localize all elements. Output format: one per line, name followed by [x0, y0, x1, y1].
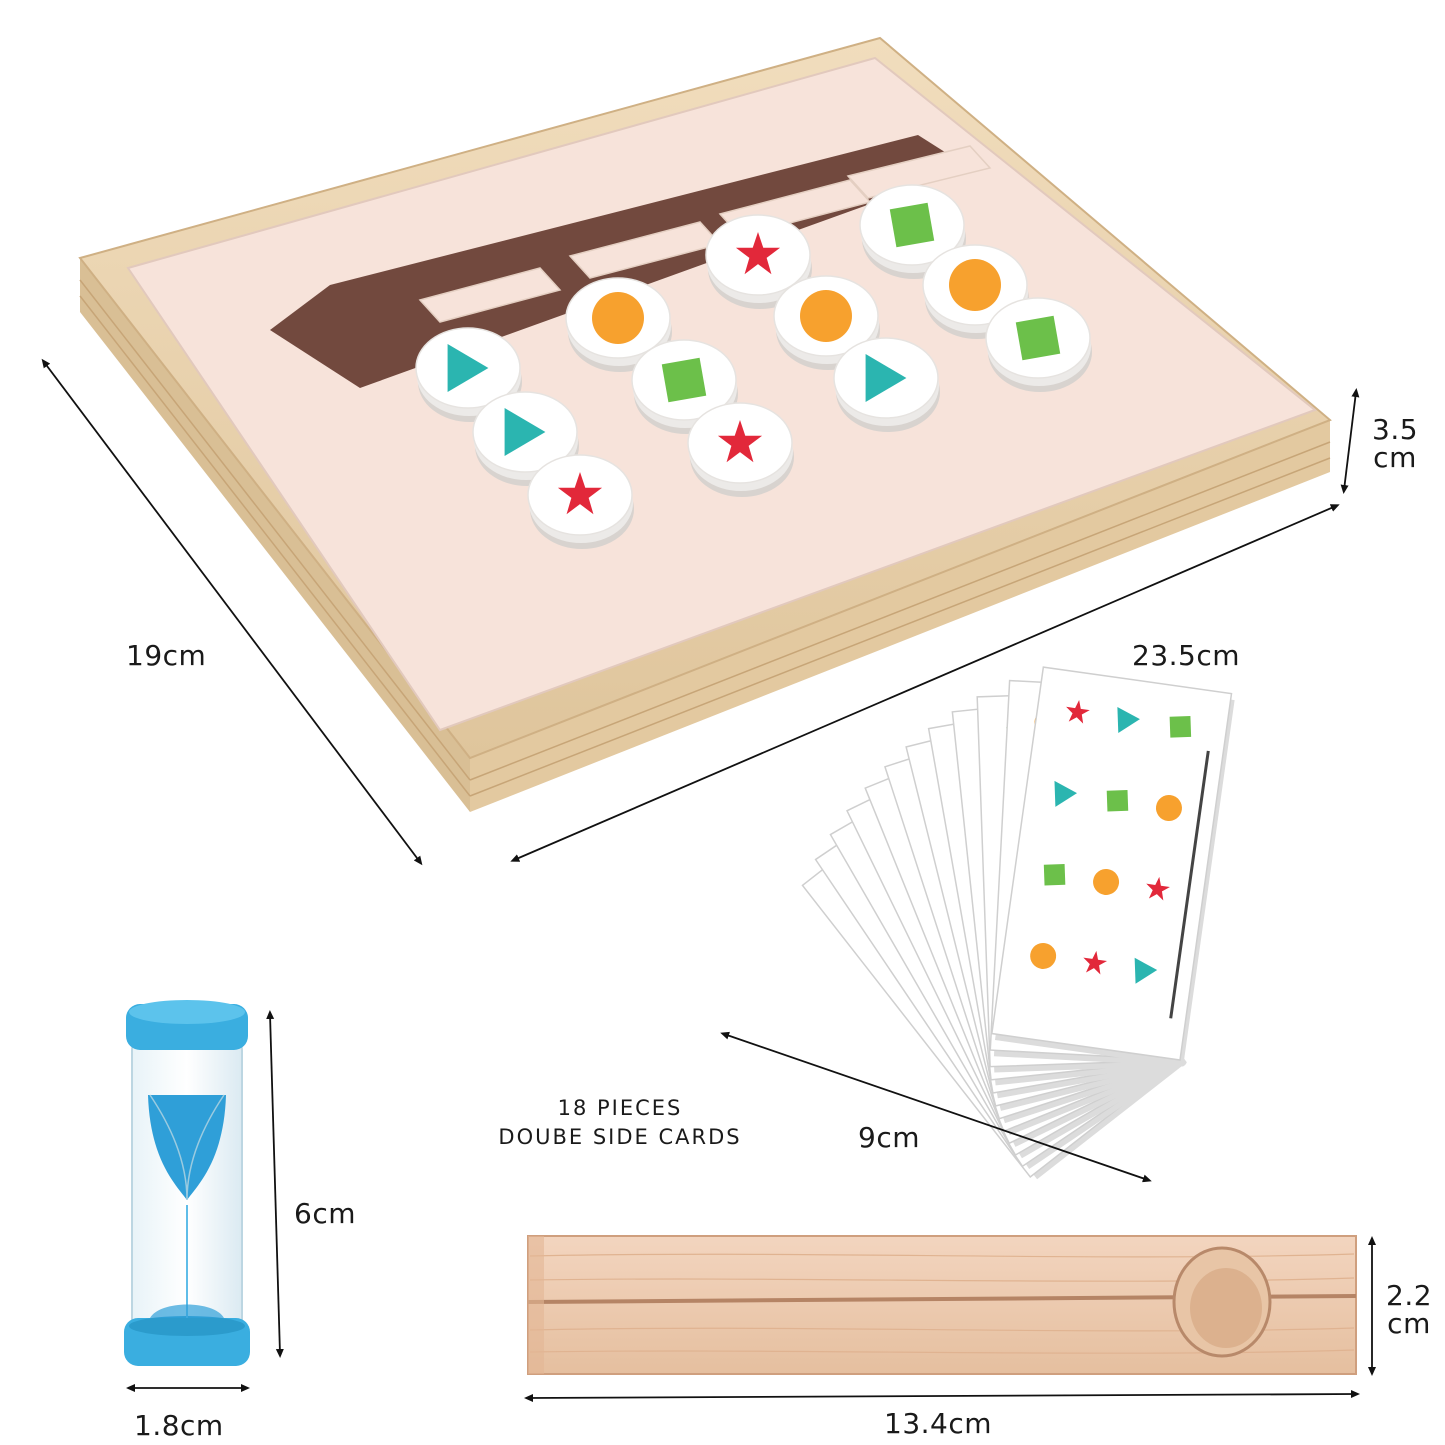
circle-icon [592, 292, 644, 344]
timer-sand-bottom [150, 1304, 224, 1318]
width-arrow [510, 504, 1340, 862]
timer-height-arrow [266, 1010, 284, 1358]
slider-piece[interactable] [527, 454, 634, 549]
slider-piece[interactable] [631, 339, 738, 434]
slider-piece[interactable] [859, 184, 966, 279]
triangle-icon [865, 354, 907, 402]
pattern-cards-fan [801, 666, 1235, 1180]
slider-piece[interactable] [705, 214, 812, 309]
depth-arrow [41, 358, 423, 866]
triangle-icon [447, 344, 489, 392]
triangle-icon [504, 408, 546, 456]
card-length-arrow [720, 1031, 1152, 1183]
square-icon [1015, 315, 1061, 361]
holder-height-label: 2.2 cm [1386, 1282, 1432, 1338]
slider-piece[interactable] [833, 337, 940, 432]
timer-height-label: 6cm [294, 1197, 356, 1230]
square-icon [1169, 716, 1192, 738]
square-icon [889, 202, 935, 248]
square-icon [661, 357, 707, 403]
slider-piece[interactable] [773, 275, 880, 370]
circle-icon [1093, 868, 1120, 895]
cards-note-line1: 18 PIECES [557, 1096, 683, 1120]
board-depth-label: 19cm [126, 639, 207, 672]
cards-note-line2: DOUBE SIDE CARDS [498, 1125, 742, 1150]
slider-piece[interactable] [687, 402, 794, 497]
holder-length-label: 13.4cm [884, 1407, 993, 1440]
height-arrow [1340, 388, 1360, 494]
board-height-unit: cm [1373, 441, 1417, 474]
holder-length-arrow [524, 1390, 1360, 1402]
square-icon [1106, 790, 1129, 812]
board-height-value: 3.5 [1372, 413, 1419, 446]
board-height-label: 3.5 cm [1372, 416, 1418, 472]
sand-timer [124, 1000, 250, 1366]
board-width-label: 23.5cm [1132, 639, 1241, 672]
triangle-icon [1134, 957, 1158, 984]
dimension-lines [41, 358, 1376, 1402]
cards-note: 18 PIECES DOUBE SIDE CARDS [470, 1094, 770, 1153]
holder-height-unit: cm [1387, 1307, 1431, 1340]
timer-diameter-label: 1.8cm [134, 1409, 224, 1442]
circle-icon [800, 290, 852, 342]
square-icon [1043, 863, 1066, 886]
slider-piece[interactable] [985, 297, 1092, 392]
circle-icon [949, 259, 1001, 311]
card-length-label: 9cm [858, 1121, 920, 1154]
slider-piece[interactable] [922, 244, 1029, 339]
timer-sand-top [148, 1095, 226, 1200]
circle-icon [1030, 942, 1057, 969]
card-holder [527, 1235, 1357, 1375]
holder-height-value: 2.2 [1386, 1279, 1433, 1312]
